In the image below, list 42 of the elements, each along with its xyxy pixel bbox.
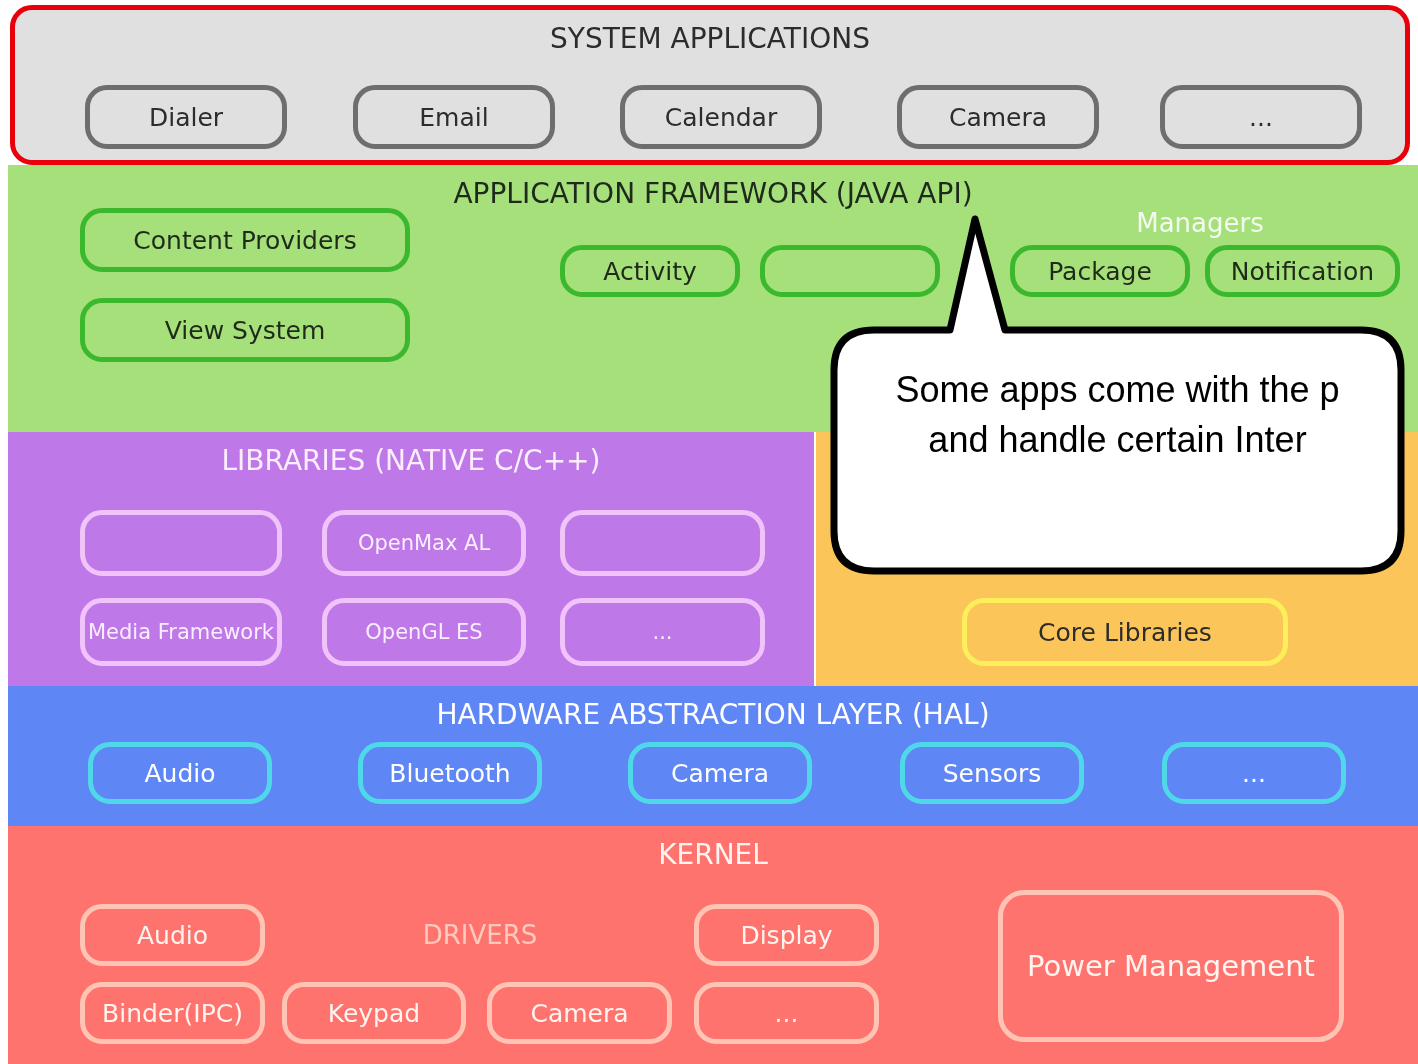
component-box: Dialer — [85, 85, 287, 149]
layer-band — [8, 432, 814, 686]
component-box: Calendar — [620, 85, 822, 149]
component-box: Email — [353, 85, 555, 149]
layer-title: KERNEL — [657, 838, 769, 871]
component-box — [760, 245, 940, 297]
component-box: View System — [80, 298, 410, 362]
component-box: Camera — [487, 982, 672, 1044]
layer-title: HARDWARE ABSTRACTION LAYER (HAL) — [435, 698, 991, 731]
component-box: Package — [1010, 245, 1190, 297]
component-box: Audio — [88, 742, 272, 804]
component-box — [560, 510, 765, 576]
component-box: Notification — [1205, 245, 1400, 297]
layer-band — [10, 5, 1410, 165]
component-box: Power Management — [998, 890, 1344, 1042]
component-box: Display — [694, 904, 879, 966]
component-box — [80, 510, 282, 576]
component-box: ... — [694, 982, 879, 1044]
component-box: ... — [560, 598, 765, 666]
group-label: DRIVERS — [421, 920, 539, 950]
component-box: ... — [1160, 85, 1362, 149]
component-box: Camera — [628, 742, 812, 804]
component-box: Core Libraries — [962, 598, 1288, 666]
group-label: Managers — [1135, 208, 1265, 238]
component-box: ... — [1162, 742, 1346, 804]
layer-band — [8, 686, 1418, 826]
layer-title: LIBRARIES (NATIVE C/C++) — [220, 444, 602, 477]
component-box: Media Framework — [80, 598, 282, 666]
component-box: Camera — [897, 85, 1099, 149]
layer-title: SYSTEM APPLICATIONS — [549, 22, 871, 55]
component-box: Bluetooth — [358, 742, 542, 804]
component-box: Binder(IPC) — [80, 982, 265, 1044]
component-box: Activity — [560, 245, 740, 297]
component-box: OpenMax AL — [322, 510, 526, 576]
component-box: Audio — [80, 904, 265, 966]
component-box: Sensors — [900, 742, 1084, 804]
callout-text: Some apps come with the p and handle certain Inter — [894, 368, 1341, 463]
component-box: Content Providers — [80, 208, 410, 272]
component-box: Keypad — [282, 982, 466, 1044]
layer-band — [8, 826, 1418, 1064]
layer-title: APPLICATION FRAMEWORK (JAVA API) — [452, 177, 974, 210]
component-box: OpenGL ES — [322, 598, 526, 666]
